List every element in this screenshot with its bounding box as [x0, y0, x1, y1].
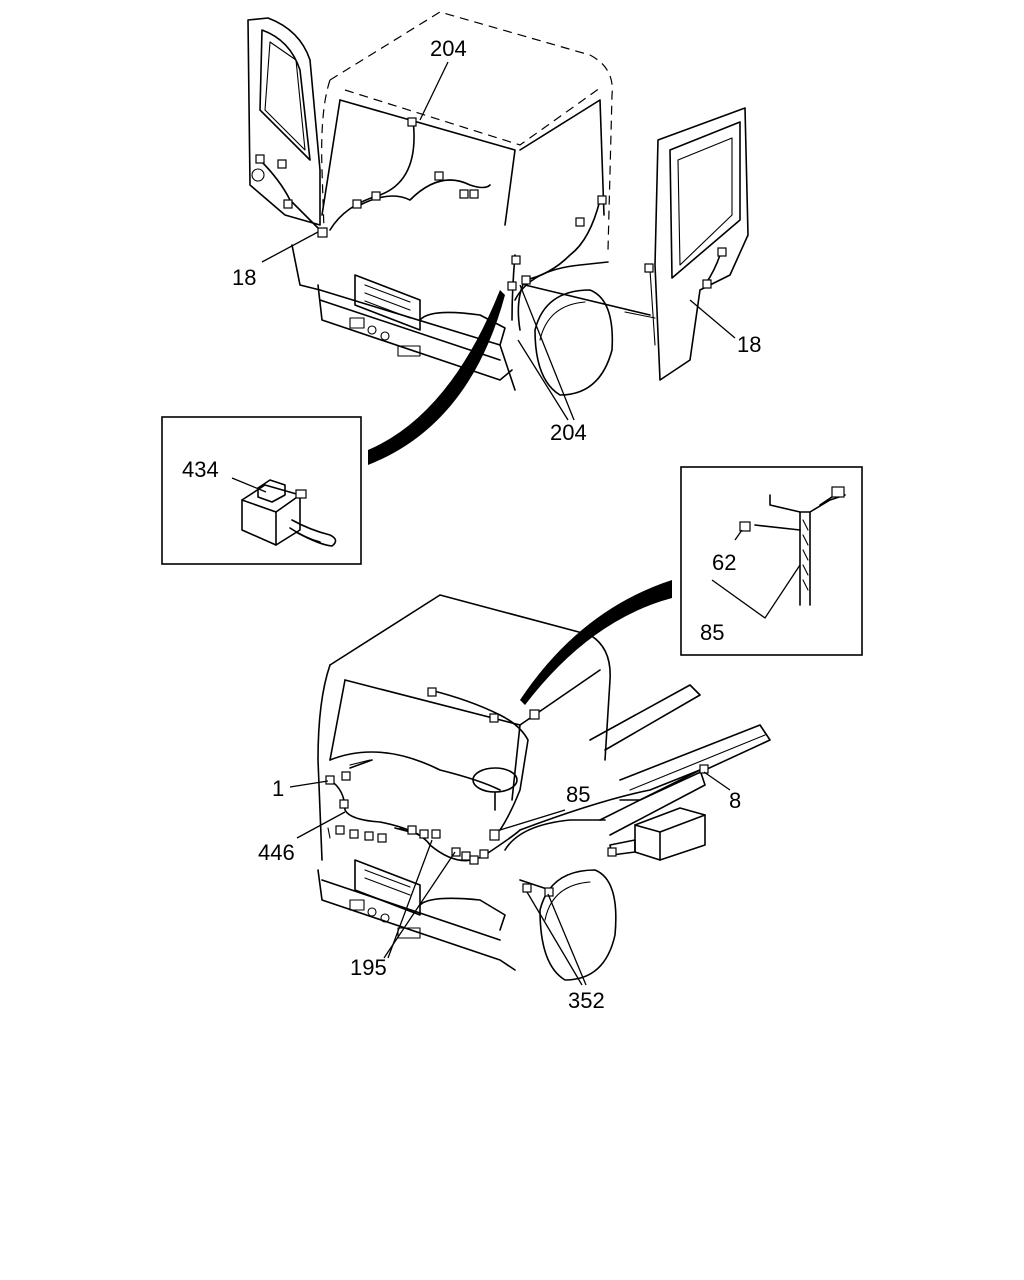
callout-62: 62	[712, 550, 736, 575]
bottom-cab-illustration	[289, 594, 771, 986]
callout-434: 434	[182, 457, 219, 482]
inset-clip-detail	[680, 466, 863, 656]
detail-pointer-wedge	[368, 290, 505, 465]
callout-85-inset: 85	[700, 620, 724, 645]
callout-195: 195	[350, 955, 387, 980]
callout-204-bottom: 204	[550, 420, 587, 445]
detail-pointer-wedge-2	[520, 580, 672, 705]
inset-connector-detail	[161, 416, 362, 565]
callout-18-left: 18	[232, 265, 256, 290]
callout-352: 352	[568, 988, 605, 1013]
callout-204-top: 204	[430, 36, 467, 61]
top-cab-illustration	[247, 11, 749, 421]
callout-8: 8	[729, 788, 741, 813]
callout-85: 85	[566, 782, 590, 807]
callout-18-right: 18	[737, 332, 761, 357]
callout-446: 446	[258, 840, 295, 865]
callout-1: 1	[272, 776, 284, 801]
